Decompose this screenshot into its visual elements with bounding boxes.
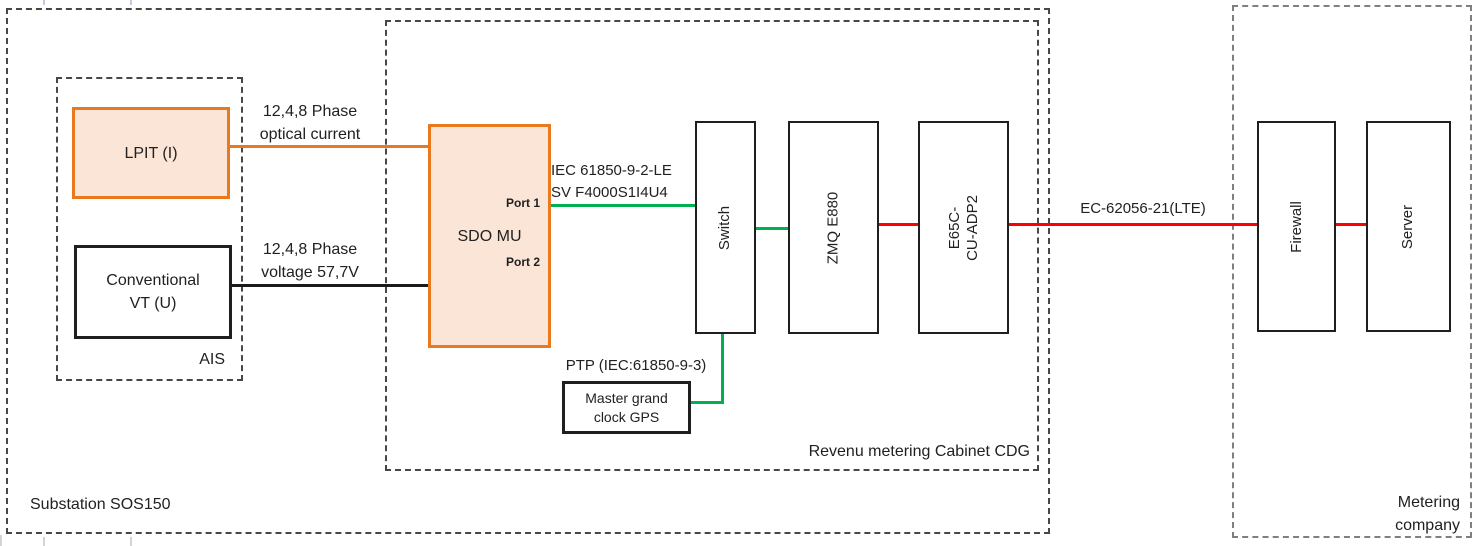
metering-company-frame — [1232, 5, 1472, 538]
lpit-to-sdo-optical-line — [224, 145, 428, 148]
firewall-box: Firewall — [1257, 121, 1336, 332]
lpit-box: LPIT (I) — [72, 107, 230, 199]
edge-artifact-tick — [43, 0, 45, 5]
lte-link-label: EC-62056-21(LTE) — [1080, 200, 1206, 217]
substation-caption: Substation SOS150 — [30, 496, 171, 513]
switch-label: Switch — [716, 205, 734, 250]
sdo-port1-to-switch-line — [545, 204, 695, 207]
zmq-e880-label: ZMQ E880 — [824, 191, 842, 264]
optical-current-link-label: 12,4,8 Phase optical current — [259, 103, 361, 143]
edge-artifact-tick — [130, 537, 132, 546]
master-grand-clock-gps-label: Master grand clock GPS — [585, 389, 668, 425]
conventional-vt-box: Conventional VT (U) — [74, 245, 232, 339]
conventional-vt-label: Conventional VT (U) — [106, 272, 200, 312]
master-grand-clock-gps-box: Master grand clock GPS — [562, 381, 691, 434]
edge-artifact-tick — [0, 535, 2, 546]
e65c-cu-adp2-label: E65C- CU-ADP2 — [945, 194, 981, 261]
switch-to-gps-vertical-line — [721, 330, 724, 404]
switch-box: Switch — [695, 121, 756, 334]
iec-sv-link-label: IEC 61850-9-2-LE SV F4000S1I4U4 — [551, 162, 672, 201]
edge-artifact-tick — [130, 0, 132, 5]
voltage-link-label: 12,4,8 Phase voltage 57,7V — [261, 241, 359, 281]
ptp-link-label: PTP (IEC:61850-9-3) — [565, 357, 707, 374]
server-box: Server — [1366, 121, 1451, 332]
metering-company-caption: Metering company — [1395, 494, 1460, 534]
substation-frame — [6, 8, 1050, 534]
e65c-cu-adp2-box: E65C- CU-ADP2 — [918, 121, 1009, 334]
firewall-label: Firewall — [1287, 200, 1305, 253]
cabinet-caption: Revenu metering Cabinet CDG — [808, 443, 1030, 460]
vt-to-sdo-voltage-line — [225, 284, 428, 287]
sdo-mu-label: SDO MU — [457, 227, 522, 245]
zmq-e880-box: ZMQ E880 — [788, 121, 879, 334]
lpit-label: LPIT (I) — [124, 144, 178, 162]
zmq-to-e65c-line — [875, 223, 918, 226]
firewall-to-server-line — [1332, 223, 1366, 226]
sdo-mu-box: SDO MU — [428, 124, 551, 348]
sdo-port2-label: Port 2 — [505, 255, 540, 269]
edge-artifact-tick — [43, 537, 45, 546]
e65c-to-firewall-lte-line — [1005, 223, 1257, 226]
sdo-port1-label: Port 1 — [505, 196, 540, 210]
switch-to-zmq-line — [752, 227, 788, 230]
cabinet-frame — [385, 20, 1039, 471]
server-label: Server — [1399, 204, 1417, 249]
gps-to-switch-horizontal-line — [685, 401, 724, 404]
ais-caption: AIS — [199, 351, 225, 368]
ais-frame — [56, 77, 243, 381]
